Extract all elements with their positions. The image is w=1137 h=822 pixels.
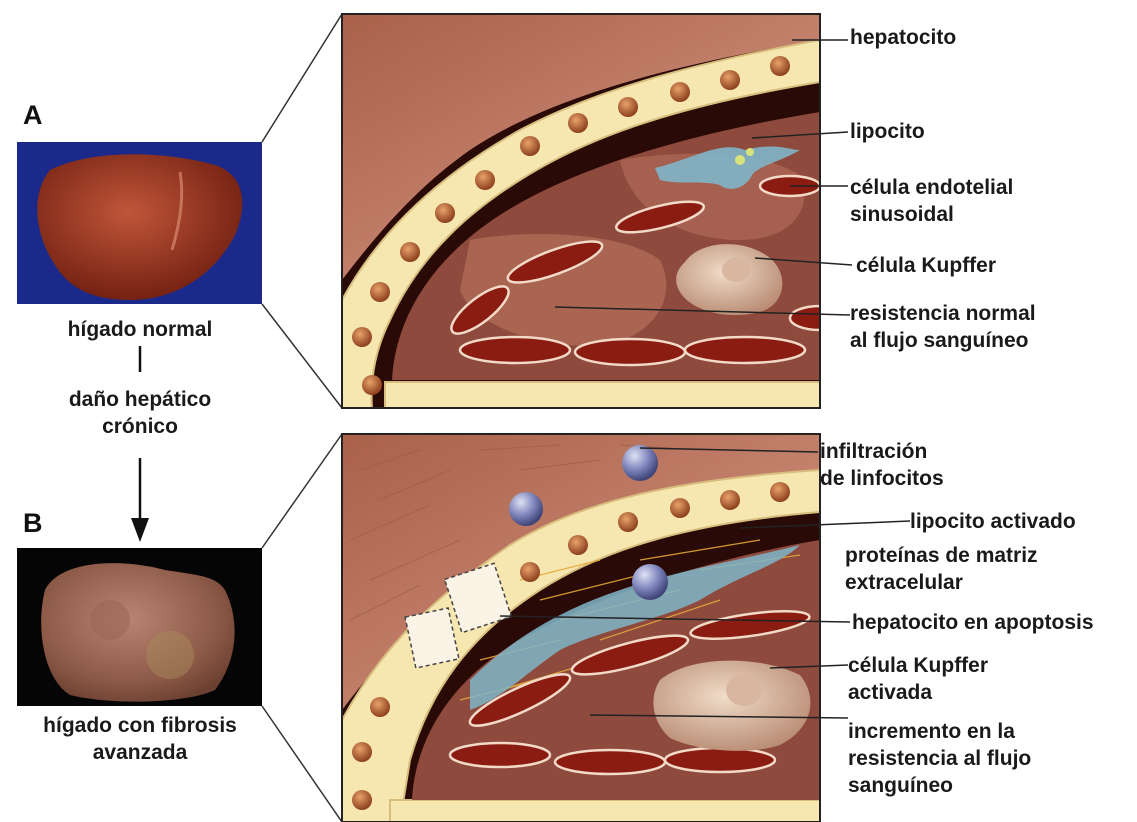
caption-fibrotic-liver-line1: hígado con fibrosis — [0, 712, 280, 739]
label-celula-endotelial: célula endotelial sinusoidal — [850, 174, 1013, 228]
caption-chronic-damage-line1: daño hepático — [20, 386, 260, 413]
label-kupffer-activada-line1: célula Kupffer — [848, 652, 988, 679]
label-incremento-resistencia: incremento en la resistencia al flujo sa… — [848, 718, 1031, 799]
liver-photo-normal — [17, 142, 262, 304]
caption-fibrotic-liver-line2: avanzada — [0, 739, 280, 766]
label-kupffer-activada-line2: activada — [848, 679, 988, 706]
panel-letter-a: A — [23, 100, 43, 131]
caption-chronic-damage-line2: crónico — [20, 413, 260, 440]
label-incremento-line1: incremento en la — [848, 718, 1031, 745]
label-proteinas-line2: extracelular — [845, 569, 1038, 596]
label-celula-kupffer: célula Kupffer — [856, 252, 996, 279]
label-hepatocito: hepatocito — [850, 24, 956, 51]
label-infiltracion-line1: infiltración — [820, 438, 944, 465]
panel-letter-b: B — [23, 508, 43, 539]
label-incremento-line3: sanguíneo — [848, 772, 1031, 799]
label-resistencia-normal-line1: resistencia normal — [850, 300, 1036, 327]
label-lipocito-activado: lipocito activado — [910, 508, 1076, 535]
label-infiltracion-line2: de linfocitos — [820, 465, 944, 492]
label-celula-endotelial-line2: sinusoidal — [850, 201, 1013, 228]
label-resistencia-normal-line2: al flujo sanguíneo — [850, 327, 1036, 354]
label-incremento-line2: resistencia al flujo — [848, 745, 1031, 772]
caption-fibrotic-liver: hígado con fibrosis avanzada — [0, 712, 280, 766]
sinusoid-fibrosis-illustration — [342, 434, 820, 822]
liver-photo-fibrosis — [17, 548, 262, 706]
label-lipocito: lipocito — [850, 118, 925, 145]
label-celula-endotelial-line1: célula endotelial — [850, 174, 1013, 201]
label-infiltracion-linfocitos: infiltración de linfocitos — [820, 438, 944, 492]
label-resistencia-normal: resistencia normal al flujo sanguíneo — [850, 300, 1036, 354]
zoom-connectors — [262, 14, 342, 822]
label-proteinas-line1: proteínas de matriz — [845, 542, 1038, 569]
label-kupffer-activada: célula Kupffer activada — [848, 652, 988, 706]
label-hepatocito-apoptosis: hepatocito en apoptosis — [852, 609, 1094, 636]
progression-arrow — [131, 346, 149, 542]
caption-chronic-damage: daño hepático crónico — [20, 386, 260, 440]
label-proteinas-matriz: proteínas de matriz extracelular — [845, 542, 1038, 596]
caption-normal-liver: hígado normal — [20, 316, 260, 343]
